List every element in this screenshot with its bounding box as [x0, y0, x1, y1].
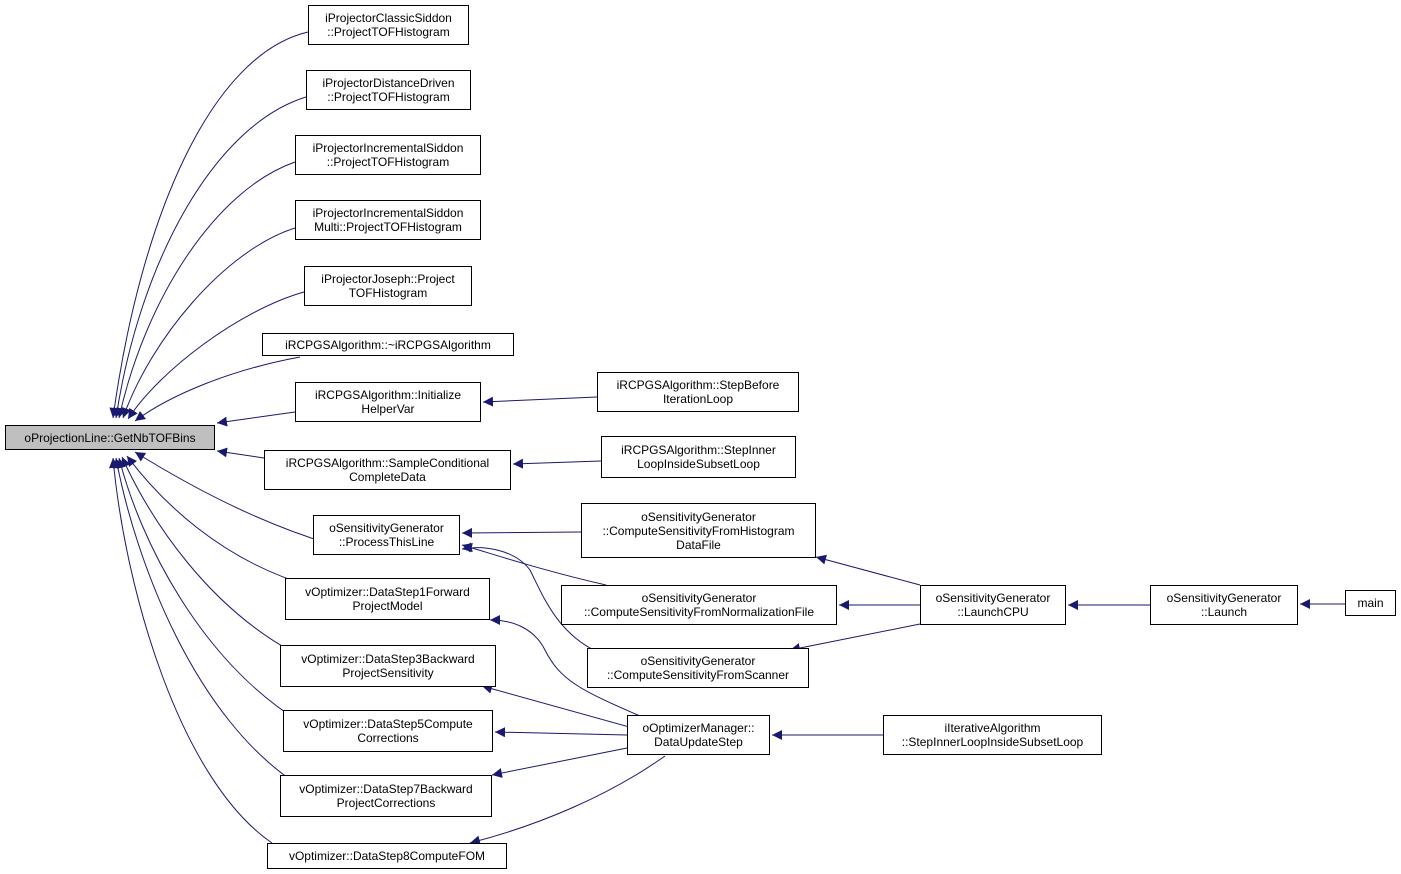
edge-n20-to-n14	[469, 755, 666, 846]
function-node-n2[interactable]: iProjectorDistanceDriven::ProjectTOFHist…	[306, 70, 471, 110]
node-label-line: DataUpdateStep	[654, 735, 743, 749]
node-label-line: vOptimizer::DataStep5Compute	[303, 717, 473, 731]
edge-n20-to-n10	[489, 615, 641, 717]
node-label-line: iProjectorJoseph::Project	[321, 272, 455, 286]
edge-n1-to-root	[109, 31, 309, 419]
edge-n16-to-n8	[512, 458, 602, 469]
node-label-line: LoopInsideSubsetLoop	[637, 457, 760, 471]
node-label-line: vOptimizer::DataStep1Forward	[305, 585, 470, 599]
edge-n20-to-n12	[494, 727, 628, 738]
node-label-line: DataFile	[676, 537, 721, 552]
node-label-line: HelperVar	[361, 402, 415, 416]
edge-n21-to-n17	[815, 554, 921, 586]
node-label-line: ::ProjectTOFHistogram	[327, 25, 450, 39]
edge-n17-to-n9	[461, 527, 582, 538]
node-label-line: iRCPGSAlgorithm::~iRCPGSAlgorithm	[285, 337, 491, 352]
root-function-node: oProjectionLine::GetNbTOFBins	[5, 425, 215, 450]
function-node-n20[interactable]: oOptimizerManager::DataUpdateStep	[627, 715, 770, 755]
node-label-line: main	[1357, 596, 1384, 610]
function-node-n22[interactable]: iIterativeAlgorithm::StepInnerLoopInside…	[883, 715, 1102, 755]
node-label-line: ProjectModel	[352, 599, 423, 613]
edge-n14-to-root	[108, 457, 273, 844]
node-label-line: ::ProjectTOFHistogram	[326, 155, 450, 169]
node-label-line: vOptimizer::DataStep7Backward	[299, 782, 473, 796]
node-label-line: iProjectorDistanceDriven	[322, 76, 455, 90]
edge-n12-to-root	[116, 457, 301, 723]
node-label-line: IterationLoop	[662, 392, 734, 406]
node-label-line: iRCPGSAlgorithm::StepBefore	[616, 378, 780, 392]
function-node-n19[interactable]: oSensitivityGenerator::ComputeSensitivit…	[587, 648, 809, 688]
edge-n19-to-n9	[461, 542, 611, 658]
function-node-n6[interactable]: iRCPGSAlgorithm::~iRCPGSAlgorithm	[262, 333, 514, 356]
function-node-n14[interactable]: vOptimizer::DataStep8ComputeFOM	[267, 843, 507, 869]
edge-n8-to-root	[216, 447, 265, 459]
edge-n20-to-n13	[491, 747, 628, 778]
edge-n5-to-root	[127, 291, 305, 420]
node-label-line: ::StepInnerLoopInsideSubsetLoop	[901, 735, 1084, 749]
edge-n20-to-n11	[481, 683, 641, 731]
function-node-n3[interactable]: iProjectorIncrementalSiddon::ProjectTOFH…	[295, 135, 481, 175]
edge-n15-to-n7	[482, 396, 598, 407]
node-label-line: ::ProjectTOFHistogram	[327, 90, 450, 104]
function-node-n1[interactable]: iProjectorClassicSiddon::ProjectTOFHisto…	[308, 5, 469, 45]
node-label-line: Corrections	[357, 731, 419, 745]
node-label-line: iRCPGSAlgorithm::Initialize	[314, 388, 462, 402]
node-label-line: ::ComputeSensitivityFromScanner	[606, 668, 790, 682]
node-label-line: oSensitivityGenerator	[641, 591, 757, 605]
node-label-line: oSensitivityGenerator	[329, 521, 444, 535]
node-label-line: iIterativeAlgorithm	[944, 721, 1041, 735]
node-label-line: oSensitivityGenerator	[641, 509, 756, 524]
node-label-line: vOptimizer::DataStep8ComputeFOM	[288, 849, 486, 863]
node-label-line: ::Launch	[1200, 605, 1248, 619]
node-label-line: oSensitivityGenerator	[1166, 591, 1282, 605]
edge-n11-to-root	[121, 456, 301, 657]
node-label-line: oProjectionLine::GetNbTOFBins	[24, 430, 196, 445]
node-label-line: ::ComputeSensitivityFromNormalizationFil…	[583, 605, 815, 619]
node-label-line: Multi::ProjectTOFHistogram	[314, 220, 462, 234]
function-node-n24[interactable]: main	[1345, 590, 1396, 616]
node-label-line: CompleteData	[349, 470, 426, 484]
edge-n6-to-root	[134, 356, 301, 422]
node-label-line: ::ComputeSensitivityFromHistogram	[602, 523, 795, 538]
node-label-line: iProjectorClassicSiddon	[325, 11, 452, 25]
edge-n3-to-root	[116, 161, 296, 419]
function-node-n21[interactable]: oSensitivityGenerator::LaunchCPU	[920, 585, 1066, 625]
node-label-line: iRCPGSAlgorithm::StepInner	[621, 443, 776, 457]
node-label-line: TOFHistogram	[348, 286, 428, 300]
node-label-line: oSensitivityGenerator	[640, 654, 756, 668]
node-label-line: ::ProcessThisLine	[338, 535, 435, 549]
edge-n4-to-root	[121, 227, 296, 419]
node-label-line: oSensitivityGenerator	[935, 591, 1051, 605]
edge-n13-to-root	[112, 457, 301, 787]
edge-n7-to-root	[216, 411, 296, 427]
edge-n9-to-root	[134, 451, 331, 545]
node-label-line: iRCPGSAlgorithm::SampleConditional	[285, 456, 490, 470]
edge-n2-to-root	[112, 96, 307, 419]
node-label-line: ::LaunchCPU	[957, 605, 1029, 619]
function-node-n23[interactable]: oSensitivityGenerator::Launch	[1150, 585, 1298, 625]
node-label-line: iProjectorIncrementalSiddon	[312, 206, 464, 220]
function-node-n17[interactable]: oSensitivityGenerator::ComputeSensitivit…	[581, 503, 816, 558]
edge-n10-to-root	[126, 455, 311, 587]
edge-n21-to-n19	[789, 623, 921, 653]
node-label-line: iProjectorIncrementalSiddon	[312, 141, 464, 155]
function-node-n9[interactable]: oSensitivityGenerator::ProcessThisLine	[313, 515, 460, 555]
function-node-n18[interactable]: oSensitivityGenerator::ComputeSensitivit…	[561, 585, 837, 625]
node-label-line: ProjectCorrections	[336, 796, 436, 810]
node-label-line: vOptimizer::DataStep3Backward	[301, 652, 475, 666]
node-label-line: oOptimizerManager::	[642, 721, 755, 735]
node-label-line: ProjectSensitivity	[342, 666, 434, 680]
